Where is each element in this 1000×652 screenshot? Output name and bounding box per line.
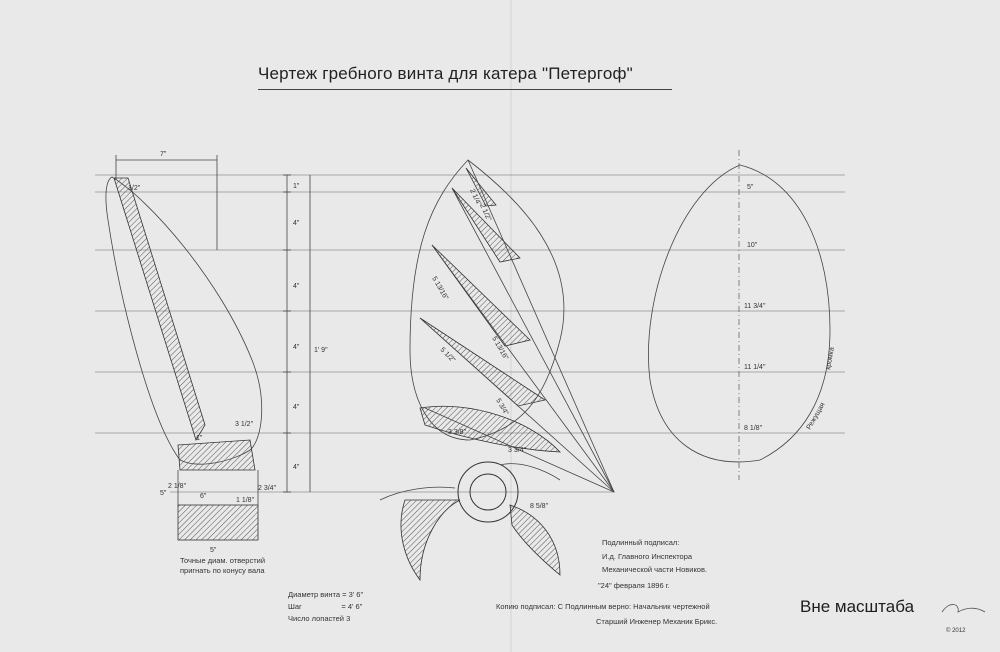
copy-note: Копию подписал: С Подлинным верно: Начал…	[496, 602, 710, 611]
hole-note: Точные диам. отверстий пригнать по конус…	[180, 556, 266, 575]
dim-w1: 5"	[747, 184, 754, 191]
blades-note: Число лопастей 3	[288, 614, 351, 623]
dim-hub-e: 2 3/4"	[258, 485, 277, 492]
scale-note: Вне масштаба	[800, 597, 915, 616]
section-view	[379, 159, 615, 582]
signature: © 2012	[946, 628, 966, 634]
dim-top-width: 7"	[160, 151, 167, 158]
dim-w5: 8 1/8"	[744, 425, 763, 432]
dim-v3: 4"	[293, 283, 300, 290]
dim-total: 1' 9"	[314, 347, 328, 354]
dim-hub-b: 2 1/8"	[168, 483, 187, 490]
dim-s5: 5 1/2"	[439, 346, 457, 364]
edge-label-1: кромка	[825, 347, 836, 371]
construction-lines	[95, 174, 845, 493]
dim-s9: 8 5/8"	[530, 503, 549, 510]
dim-v5: 4"	[293, 404, 300, 411]
dim-tip: 1/2"	[128, 185, 141, 192]
dim-s6: 5 3/4"	[494, 398, 509, 418]
dim-s8: 3 3/4"	[508, 447, 527, 454]
dim-v2: 4"	[293, 220, 300, 227]
date-note: "24" февраля 1896 г.	[598, 581, 670, 590]
dim-ticks	[283, 174, 291, 493]
drawing-title: Чертеж гребного винта для катера "Петерг…	[258, 64, 633, 83]
dim-hub-a: 5"	[160, 490, 167, 497]
dim-v4: 4"	[293, 344, 300, 351]
dim-hub-d: 1 1/8"	[236, 497, 255, 504]
dim-root-small: 1"	[196, 435, 203, 442]
dim-w3: 11 3/4"	[744, 303, 766, 310]
signature-mark	[941, 604, 986, 613]
engineer-note: Старший Инженер Механик Брикс.	[596, 617, 718, 626]
mech-note: Механической части Новиков.	[602, 565, 708, 574]
side-view	[105, 155, 311, 541]
signed-by-note: Подлинный подписал:	[602, 538, 680, 547]
dim-s7: 3 3/8"	[448, 429, 467, 436]
dim-w2: 10"	[747, 242, 758, 249]
dim-v1: 1"	[293, 183, 300, 190]
dim-root-thick: 3 1/2"	[235, 421, 254, 428]
dim-s3: 5 13/16"	[430, 276, 449, 302]
dim-w4: 11 1/4"	[744, 364, 766, 371]
diameter-note: Диаметр винта = 3' 6"	[288, 590, 364, 599]
dim-hub-c: 6"	[200, 493, 207, 500]
title-underline	[258, 89, 672, 90]
dim-v6: 4"	[293, 464, 300, 471]
pitch-note: Шаг = 4' 6"	[288, 602, 363, 611]
expanded-blade	[648, 150, 831, 480]
dim-hub-width: 5"	[210, 547, 217, 554]
acting-note: И.д. Главного Инспектора	[602, 552, 693, 561]
